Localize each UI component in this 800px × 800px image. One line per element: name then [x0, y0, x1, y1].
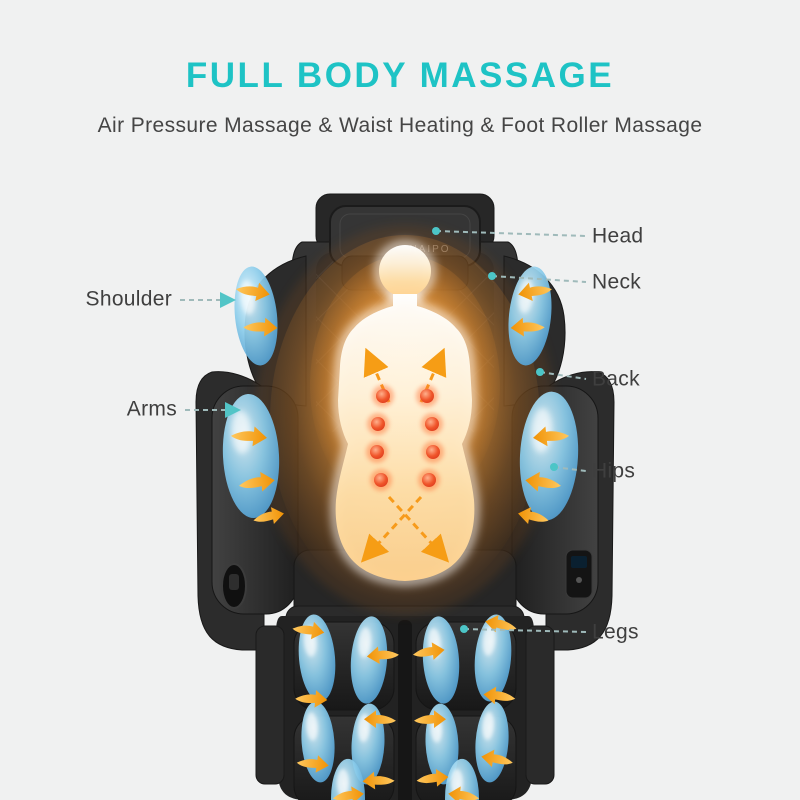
roller-direction-arrow: [360, 495, 423, 563]
label-shoulder: Shoulder: [85, 287, 172, 311]
label-arms: Arms: [126, 397, 177, 421]
chair-speaker-detail: [229, 574, 239, 590]
chair-control-screen: [571, 556, 587, 568]
roller-direction-arrow: [387, 495, 450, 563]
body-head: [379, 245, 431, 297]
massage-node: [370, 469, 392, 491]
callout-lines: [180, 230, 587, 633]
leader-dot: [488, 272, 496, 280]
leader-line-back: [539, 371, 587, 380]
chair-legrest-flap-left: [255, 625, 285, 785]
leader-dot: [460, 625, 468, 633]
leader-line-head: [435, 230, 587, 237]
massage-node: [416, 385, 438, 407]
page-title: FULL BODY MASSAGE: [185, 56, 615, 95]
page-subtitle: Air Pressure Massage & Waist Heating & F…: [97, 114, 703, 137]
leader-dot: [550, 463, 558, 471]
label-head: Head: [592, 224, 644, 248]
roller-direction-arrow: [363, 347, 391, 403]
body-torso: [335, 294, 475, 581]
massage-node: [367, 413, 389, 435]
massage-node: [366, 441, 388, 463]
leader-dot: [536, 368, 544, 376]
leader-dot: [432, 227, 440, 235]
leader-line-neck: [491, 275, 587, 283]
callout-dots: [432, 227, 558, 633]
massage-nodes: [366, 385, 444, 491]
header: FULL BODY MASSAGE Air Pressure Massage &…: [0, 0, 800, 138]
leader-line-legs: [463, 628, 587, 633]
chair-control-button: [576, 577, 582, 583]
label-hips: Hips: [592, 459, 636, 483]
massage-node: [372, 385, 394, 407]
massage-node: [422, 441, 444, 463]
massage-node: [421, 413, 443, 435]
roller-direction-arrow: [419, 347, 447, 403]
massage-node: [418, 469, 440, 491]
chair-legrest-divider: [398, 620, 412, 800]
label-neck: Neck: [592, 270, 642, 294]
chair-legrest-flap-right: [525, 625, 555, 785]
label-back: Back: [592, 367, 640, 391]
back-massage-track: [360, 347, 450, 563]
label-legs: Legs: [592, 620, 639, 644]
